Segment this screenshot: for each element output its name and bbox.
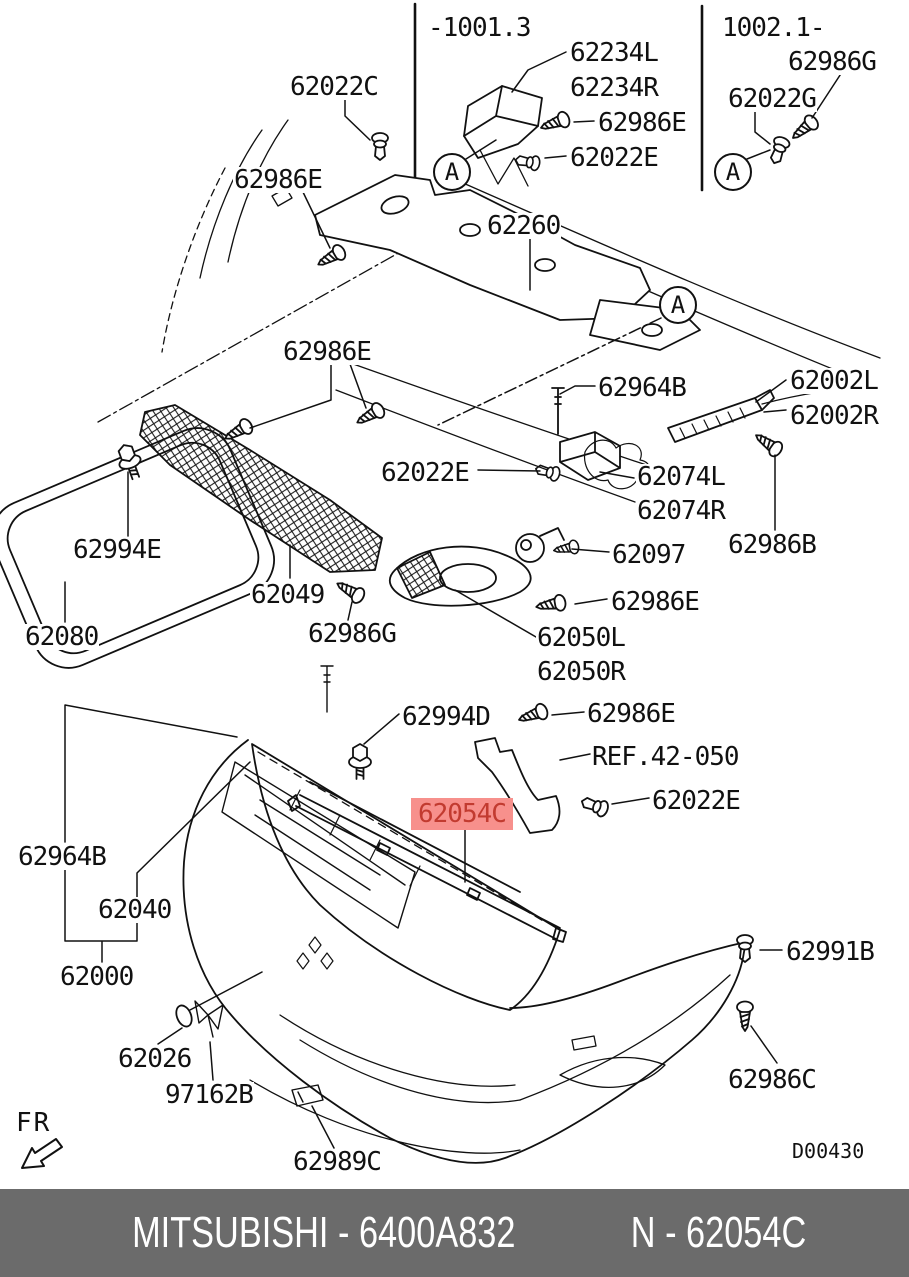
- part-label-62000[interactable]: 62000: [59, 962, 134, 992]
- part-label-62022g[interactable]: 62022G: [727, 84, 817, 114]
- view-marker-a: A: [659, 286, 697, 324]
- inset-clip-screw: [746, 65, 847, 167]
- part-label-62022e[interactable]: 62022E: [569, 143, 659, 173]
- part-label-62991b[interactable]: 62991B: [785, 937, 875, 967]
- part-label-62986b[interactable]: 62986B: [727, 530, 817, 560]
- part-label-62097[interactable]: 62097: [611, 540, 686, 570]
- part-label-62986e[interactable]: 62986E: [610, 587, 700, 617]
- footer-part-ref: N - 62054C: [630, 1208, 807, 1257]
- part-label-62986e[interactable]: 62986E: [586, 699, 676, 729]
- part-label-62049[interactable]: 62049: [250, 580, 325, 610]
- bottom-fasteners: [175, 934, 754, 1107]
- leader-lines: [64, 99, 787, 1149]
- part-label-62080[interactable]: 62080: [24, 622, 99, 652]
- part-label-62234l[interactable]: 62234L: [569, 38, 659, 68]
- part-label-62050r[interactable]: 62050R: [536, 657, 626, 687]
- part-label-62994d[interactable]: 62994D: [401, 702, 491, 732]
- fog-bezel-62050: [388, 545, 568, 616]
- part-label-62022e[interactable]: 62022E: [380, 458, 470, 488]
- part-label-62986e[interactable]: 62986E: [597, 108, 687, 138]
- middle-small-parts: [515, 387, 786, 563]
- fr-arrow-icon: [21, 1138, 63, 1169]
- part-label-62964b[interactable]: 62964B: [597, 373, 687, 403]
- part-label-62986c[interactable]: 62986C: [727, 1065, 817, 1095]
- upper-grille-62040: [221, 665, 416, 929]
- part-label-62054c[interactable]: 62054C: [411, 798, 513, 830]
- part-label-62234r[interactable]: 62234R: [569, 73, 659, 103]
- inset-dividers: [413, 2, 704, 192]
- part-label-62026[interactable]: 62026: [117, 1044, 192, 1074]
- part-label-62022e[interactable]: 62022E: [651, 786, 741, 816]
- part-label--1001-3[interactable]: -1001.3: [427, 13, 532, 43]
- part-label-62986e[interactable]: 62986E: [282, 337, 372, 367]
- section-line: [437, 317, 662, 426]
- part-label-97162b[interactable]: 97162B: [164, 1080, 254, 1110]
- part-label-62964b[interactable]: 62964B: [17, 842, 107, 872]
- view-marker-a: A: [714, 153, 752, 191]
- part-label-62994e[interactable]: 62994E: [72, 535, 162, 565]
- part-label-62074r[interactable]: 62074R: [636, 496, 726, 526]
- inset-duct-62234: [463, 51, 595, 187]
- footer-bar: MITSUBISHI - 6400A832 N - 62054C: [0, 1189, 909, 1277]
- part-label-1002-1-[interactable]: 1002.1-: [721, 13, 826, 43]
- fender-sketch: [97, 119, 419, 423]
- part-label-62002l[interactable]: 62002L: [789, 366, 879, 396]
- drawing-code: D00430: [792, 1139, 865, 1163]
- view-marker-a: A: [433, 153, 471, 191]
- part-label-ref-42-050[interactable]: REF.42-050: [591, 742, 740, 772]
- part-label-62022c[interactable]: 62022C: [289, 72, 379, 102]
- part-label-62986g[interactable]: 62986G: [787, 47, 877, 77]
- part-label-62989c[interactable]: 62989C: [292, 1147, 382, 1177]
- bumper-bar-62054c: [287, 781, 567, 943]
- part-label-62986e[interactable]: 62986E: [233, 165, 323, 195]
- part-label-62260[interactable]: 62260: [486, 211, 561, 241]
- part-label-62074l[interactable]: 62074L: [636, 462, 726, 492]
- fr-direction-label: FR: [16, 1108, 52, 1138]
- ref-bracket: [348, 701, 611, 834]
- part-label-62050l[interactable]: 62050L: [536, 623, 626, 653]
- footer-brand-part: MITSUBISHI - 6400A832: [132, 1208, 516, 1257]
- part-label-62040[interactable]: 62040: [97, 895, 172, 925]
- grille-mesh-62049: [112, 399, 388, 607]
- part-label-62002r[interactable]: 62002R: [789, 401, 879, 431]
- part-label-62986g[interactable]: 62986G: [307, 619, 397, 649]
